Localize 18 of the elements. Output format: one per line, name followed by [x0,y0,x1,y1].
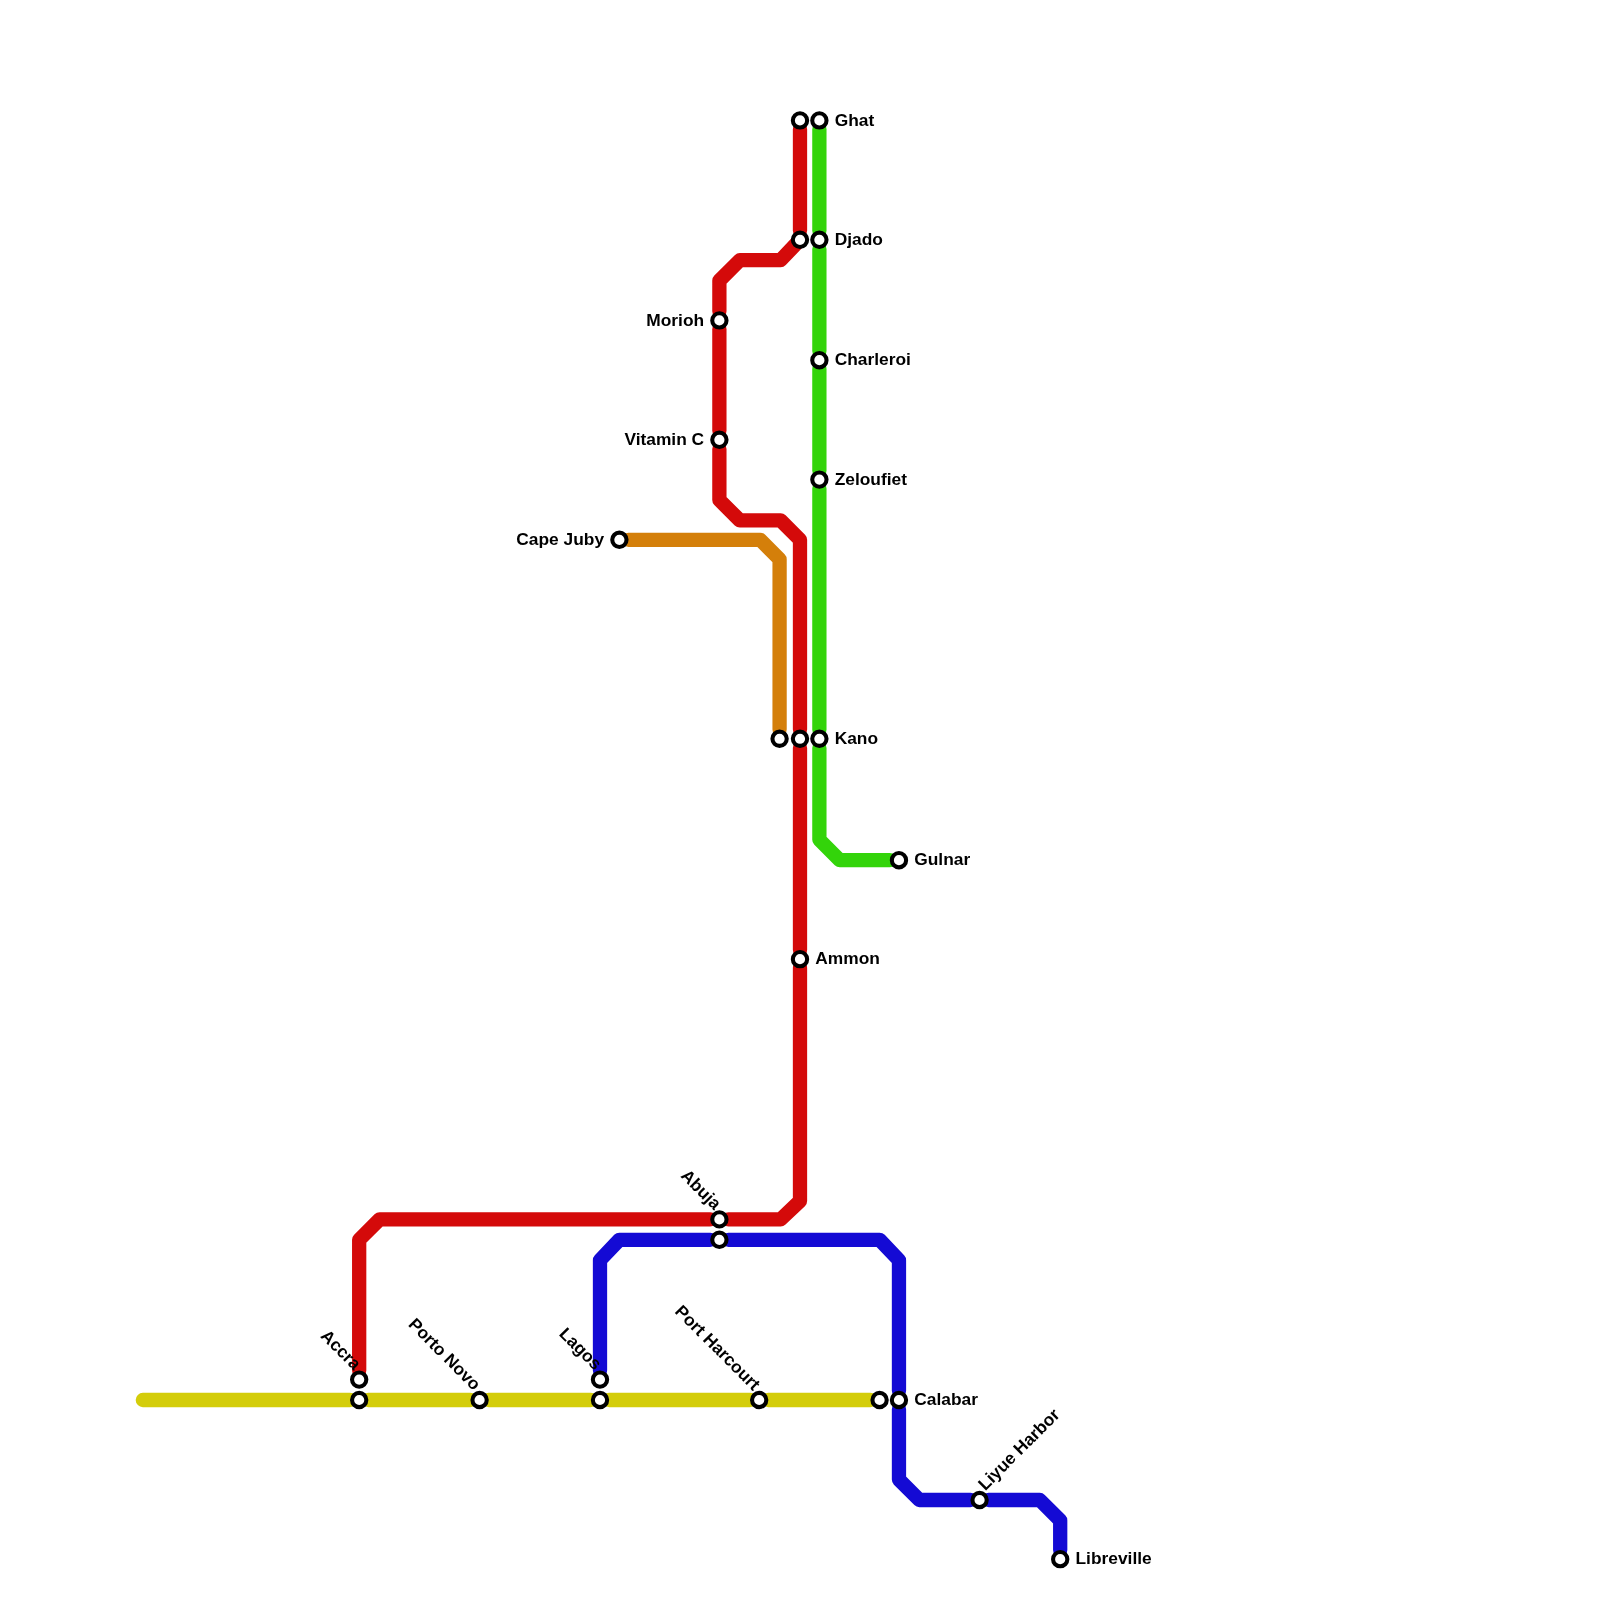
station-label: Djado [834,229,883,250]
station-marker [350,1390,369,1410]
station-label: Gulnar [914,850,971,871]
station-marker [710,1230,729,1249]
station-label: Libreville [1075,1548,1152,1570]
station-marker [790,111,810,130]
station-label: Cape Juby [516,529,605,550]
station-marker [770,729,789,748]
station-marker [790,729,810,748]
station-label: Ammon [815,948,880,970]
station-label: Ghat [834,110,875,131]
station-label: Morioh [646,310,705,331]
station-label: Charleroi [834,350,911,371]
station-marker [870,1390,889,1410]
station-label: Kano [834,728,879,749]
station-label: Vitamin C [624,429,705,450]
station-label: Zeloufiet [834,469,907,490]
station-label: Calabar [914,1389,978,1411]
